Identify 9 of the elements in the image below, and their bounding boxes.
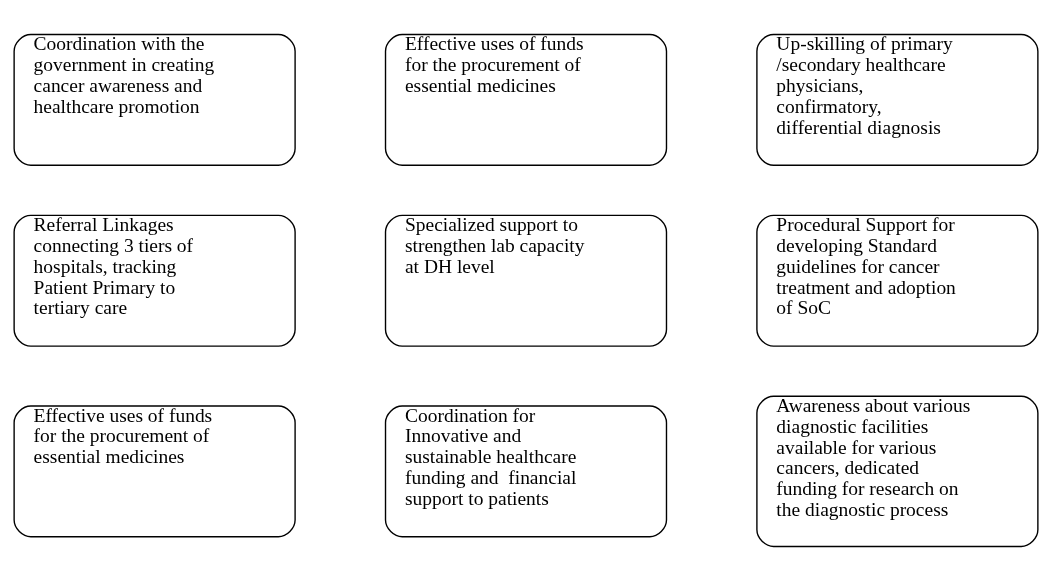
node-box: Effective uses of funds for the procurement of essential medicines	[13, 405, 296, 538]
node-box: Coordination for Innovative and sustainable healthcare funding and financial support to patients	[384, 405, 668, 538]
node-box: Specialized support to strengthen lab capacity at DH level	[384, 214, 668, 347]
node-box: Effective uses of funds for the procurement of essential medicines	[384, 33, 668, 166]
node-box: Awareness about various diagnostic facilities available for various cancers, dedicated funding for research on the diagnostic process	[756, 395, 1039, 548]
node-box: Procedural Support for developing Standard guidelines for cancer treatment and adoption of SoC	[756, 214, 1039, 347]
node-box: Coordination with the government in creating cancer awareness and healthcare promotion	[13, 33, 296, 166]
node-box: Up-skilling of primary /secondary healthcare physicians, confirmatory, differential diagnosis	[756, 33, 1039, 166]
node-box: Referral Linkages connecting 3 tiers of hospitals, tracking Patient Primary to tertiary care	[13, 214, 296, 347]
